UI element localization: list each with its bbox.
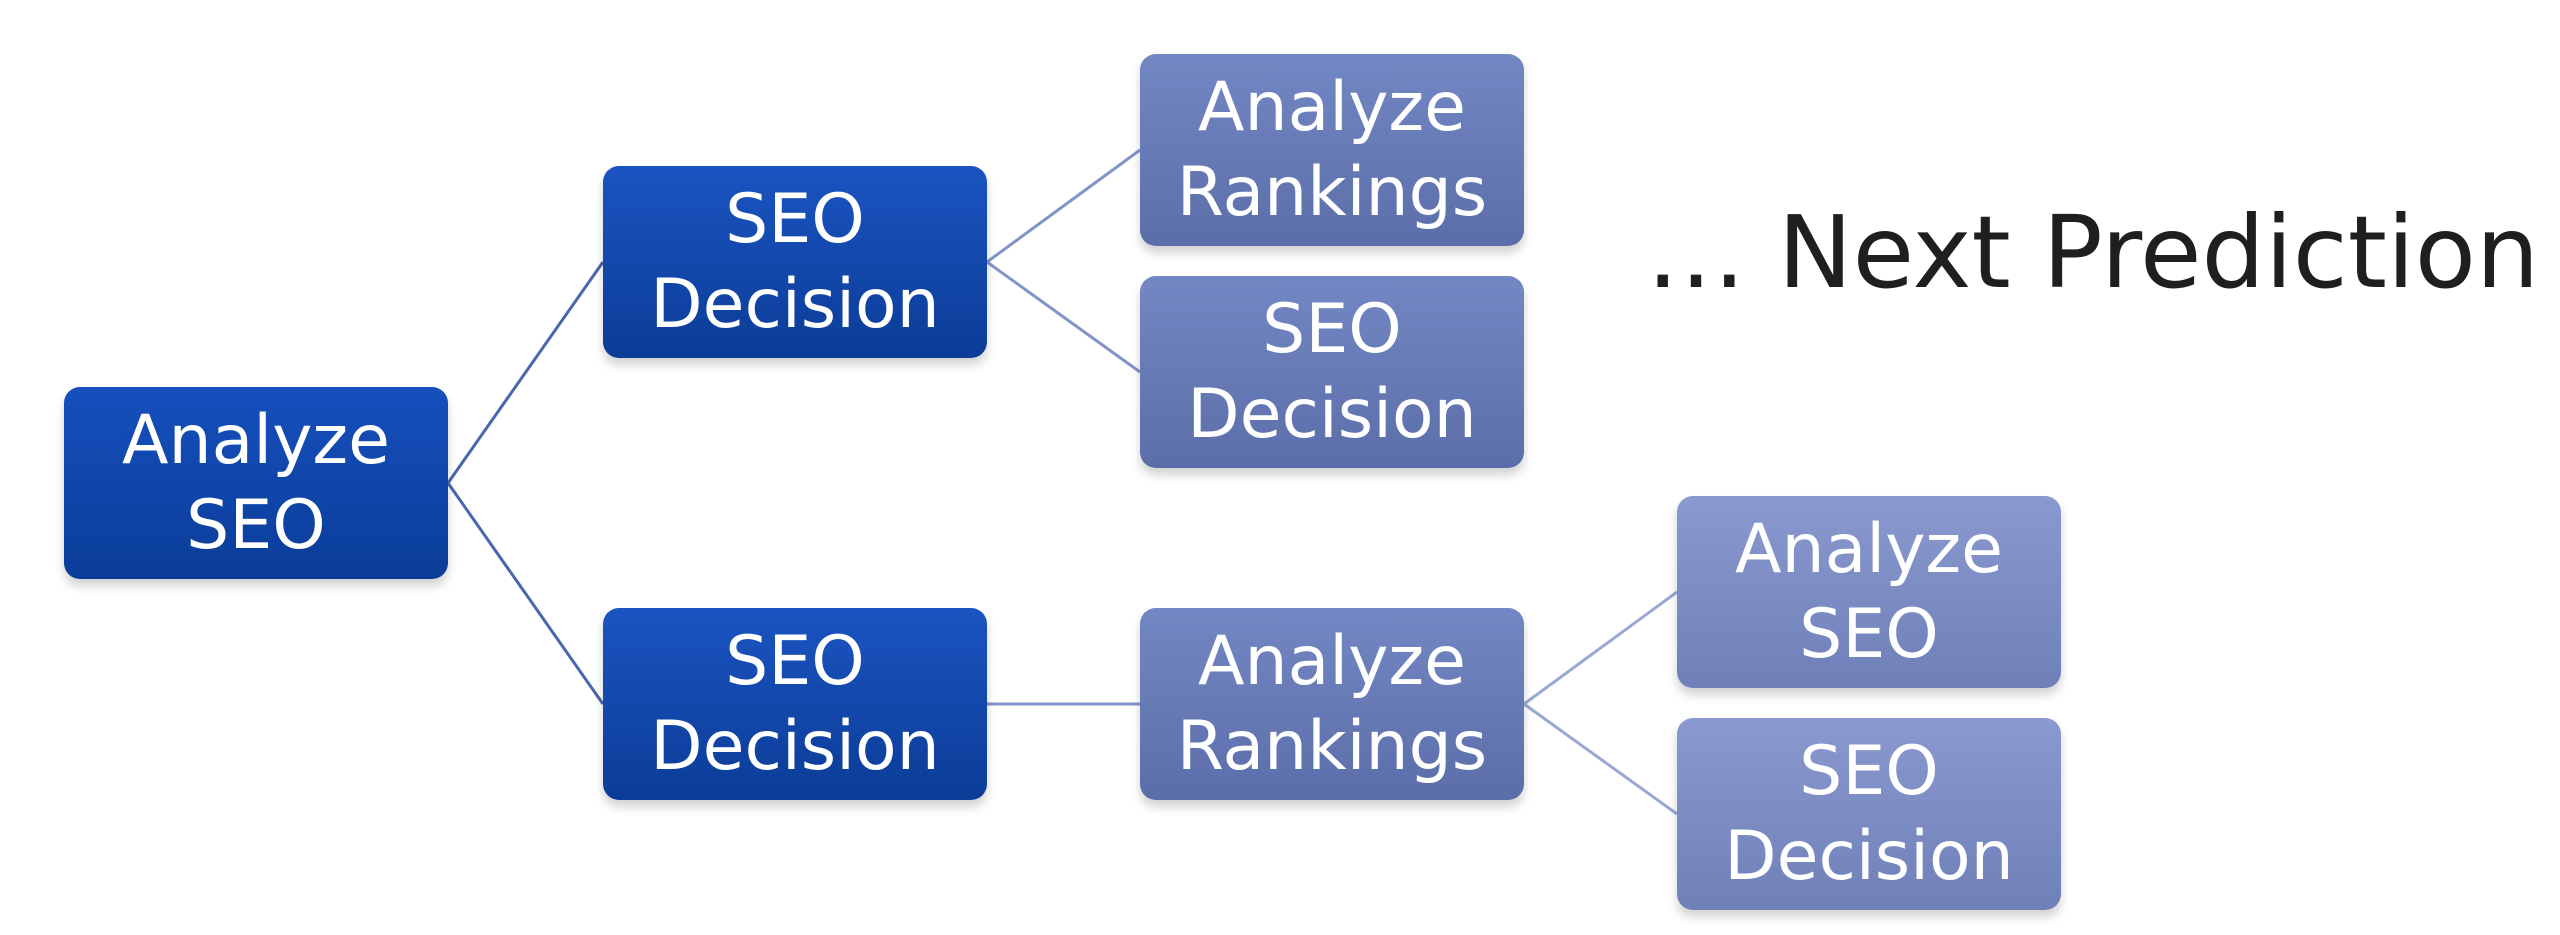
node-seo-decision-branch: SEO Decision [1140, 276, 1524, 468]
node-analyze-seo-prediction: Analyze SEO [1677, 496, 2061, 688]
node-label: SEO Decision [650, 180, 940, 344]
node-label: SEO Decision [1187, 290, 1477, 454]
node-analyze-rankings-upper: Analyze Rankings [1140, 54, 1524, 246]
connector-upper-seo-decision-to-seo-decision [986, 260, 1141, 374]
connector-analyze-seo-to-upper-seo-decision [446, 261, 605, 484]
connector-analyze-seo-to-lower-seo-decision [446, 482, 605, 705]
connector-upper-seo-decision-to-analyze-rankings [986, 148, 1141, 264]
node-label: SEO Decision [650, 622, 940, 786]
node-label: Analyze Rankings [1176, 622, 1488, 786]
node-label: Analyze SEO [1735, 510, 2003, 674]
node-seo-decision-lower: SEO Decision [603, 608, 987, 800]
node-analyze-seo-root: Analyze SEO [64, 387, 448, 579]
connector-analyze-rankings-to-seo-decision [1523, 702, 1678, 816]
connector-analyze-rankings-to-analyze-seo [1523, 590, 1678, 706]
node-seo-decision-upper: SEO Decision [603, 166, 987, 358]
node-analyze-rankings-lower: Analyze Rankings [1140, 608, 1524, 800]
next-prediction-caption: … Next Prediction [1646, 194, 2540, 311]
node-seo-decision-prediction: SEO Decision [1677, 718, 2061, 910]
node-label: Analyze Rankings [1176, 68, 1488, 232]
node-label: Analyze SEO [122, 401, 390, 565]
node-label: SEO Decision [1724, 732, 2014, 896]
